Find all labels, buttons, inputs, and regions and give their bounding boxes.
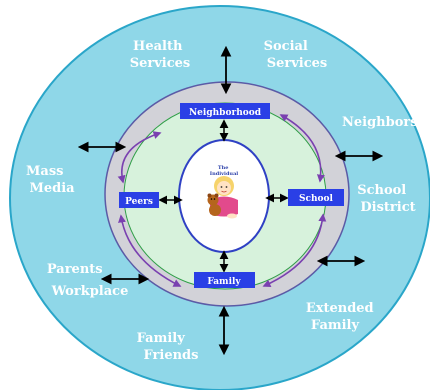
label-extended-family-line-2: Family bbox=[311, 318, 360, 333]
label-mass-media: Mass Media bbox=[26, 164, 75, 196]
label-family-friends: Family Friends bbox=[137, 331, 199, 363]
label-parents-workplace: Parents Workplace bbox=[47, 262, 129, 299]
box-neighborhood: Neighborhood bbox=[180, 103, 270, 119]
label-parents-workplace-line-2: Workplace bbox=[51, 284, 129, 299]
box-peers: Peers bbox=[119, 192, 159, 208]
box-neighborhood-label: Neighborhood bbox=[189, 108, 262, 118]
center-label-line-1: The bbox=[218, 165, 229, 171]
label-health-services-line-2: Services bbox=[130, 56, 191, 71]
label-mass-media-line-2: Media bbox=[29, 181, 75, 196]
label-social-services-line-1: Social bbox=[264, 39, 308, 54]
label-health-services: Health Services bbox=[130, 39, 191, 71]
label-mass-media-line-1: Mass bbox=[26, 164, 63, 179]
box-school-label: School bbox=[299, 194, 334, 204]
box-school: School bbox=[288, 189, 344, 206]
curved-arrow-school-family bbox=[262, 213, 327, 288]
label-school-district-line-1: School bbox=[357, 183, 406, 198]
label-school-district-line-2: District bbox=[360, 200, 415, 215]
center-label: The Individual bbox=[210, 165, 239, 177]
label-neighbors-line-1: Neighbors bbox=[342, 115, 418, 130]
box-family: Family bbox=[194, 272, 255, 288]
label-neighbors: Neighbors bbox=[342, 115, 418, 130]
box-family-label: Family bbox=[207, 277, 241, 287]
label-extended-family-line-1: Extended bbox=[306, 301, 374, 316]
label-family-friends-line-2: Friends bbox=[144, 348, 199, 363]
label-parents-workplace-line-1: Parents bbox=[47, 262, 103, 277]
label-school-district: School District bbox=[357, 183, 415, 215]
curved-arrow-neighborhood-school bbox=[279, 114, 325, 183]
label-social-services-line-2: Services bbox=[267, 56, 328, 71]
curved-arrow-peers-family bbox=[118, 214, 182, 287]
label-family-friends-line-1: Family bbox=[137, 331, 186, 346]
label-extended-family: Extended Family bbox=[306, 301, 378, 333]
label-social-services: Social Services bbox=[264, 39, 328, 71]
child-with-teddy-icon bbox=[207, 176, 238, 219]
curved-arrow-neighborhood-peers bbox=[117, 131, 162, 184]
center-label-line-2: Individual bbox=[210, 171, 239, 177]
label-health-services-line-1: Health bbox=[133, 39, 183, 54]
box-peers-label: Peers bbox=[125, 197, 153, 207]
